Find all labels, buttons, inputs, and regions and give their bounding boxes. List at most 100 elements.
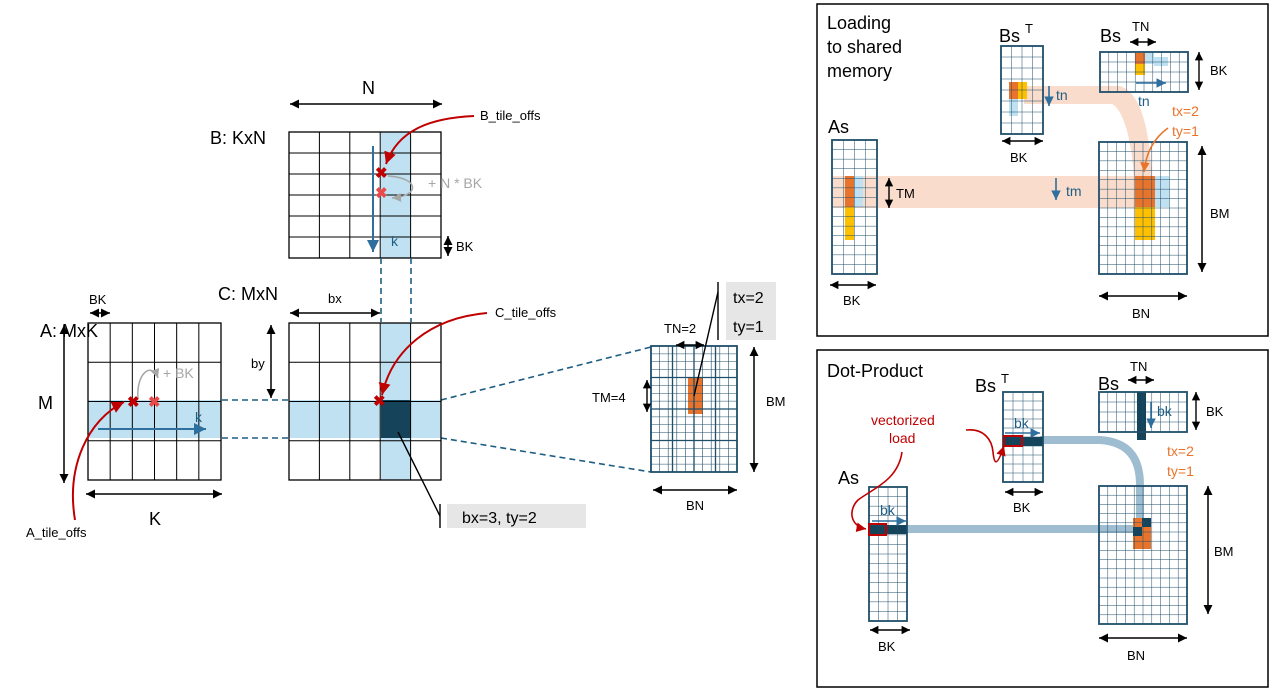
dp-as-label: As xyxy=(838,468,859,488)
thread-callout-tx: tx=2 xyxy=(733,290,764,307)
matrix-c: C: MxN bx by ✖ C_tile_offs bx=3, ty=2 xyxy=(218,284,586,528)
bst-tn-label: tn xyxy=(1056,87,1068,103)
bs-bk-direction-label: bk xyxy=(1157,403,1173,419)
b-tile-offs-pointer xyxy=(384,115,475,165)
bst-to-c-path xyxy=(1040,436,1144,520)
thread-callout-leader xyxy=(693,291,719,397)
grid-border xyxy=(1099,51,1189,93)
c-bn-label: BN xyxy=(1132,306,1150,321)
dp-tx: tx=2 xyxy=(1167,443,1194,459)
b-next-offset-marker-icon: ✖ xyxy=(375,185,388,202)
vectorized-pointer-as xyxy=(851,451,903,532)
thread-callout-box xyxy=(726,282,776,340)
bst-bk-direction-label: bk xyxy=(1014,415,1030,431)
dp-bst-label: Bs xyxy=(975,376,996,396)
block-tile-grid xyxy=(650,345,738,473)
as-vector-box xyxy=(868,523,887,536)
b-label: B: KxN xyxy=(210,128,266,148)
dp-bs-bk-label: BK xyxy=(1206,404,1224,419)
b-offset-marker-icon: ✖ xyxy=(375,165,388,182)
panel-top-frame xyxy=(816,3,1269,337)
c-callout-text: bx=3, ty=2 xyxy=(462,510,537,527)
dp-c-orange-2 xyxy=(1142,527,1151,536)
vectorized-label-1: vectorized xyxy=(871,412,935,428)
a-bk-label: BK xyxy=(89,292,107,307)
dp-bs-tn-label: TN xyxy=(1130,359,1147,374)
as-bk-label: BK xyxy=(843,293,861,308)
dp-c-bm-label: BM xyxy=(1214,544,1234,559)
matrix-a: A: MxK BK M K k + BK ✖ ✖ A_tile_offs xyxy=(26,292,222,540)
b-n-label: N xyxy=(362,78,375,98)
c-block-grid xyxy=(1098,141,1188,275)
as-blue-cells xyxy=(854,176,863,207)
b-step-arrow xyxy=(387,175,414,202)
c-bx-label: bx xyxy=(328,291,342,306)
a-offset-marker-icon: ✖ xyxy=(127,394,140,411)
panel-loading-shared-memory: Loading to shared memory Bs T tn BK Bs T… xyxy=(816,3,1269,337)
as-yellow-cells xyxy=(845,207,854,240)
panel-bottom-title: Dot-Product xyxy=(827,361,923,381)
grid-border xyxy=(1098,141,1188,275)
b-bk-label: BK xyxy=(456,239,474,254)
c-tile-offs-label: C_tile_offs xyxy=(495,305,557,320)
dp-as-bk-label: BK xyxy=(878,639,896,654)
c-highlight-row xyxy=(289,400,441,438)
c-callout-box xyxy=(447,504,586,528)
matrix-c-grid xyxy=(288,322,442,481)
bn-label: BN xyxy=(686,498,704,513)
bs-label: Bs xyxy=(1100,26,1121,46)
a-step-arrow xyxy=(137,367,160,400)
a-tile-offs-pointer xyxy=(71,401,125,521)
bs-orange-cell xyxy=(1135,53,1145,64)
grid-border xyxy=(868,486,908,622)
tm-direction-label: tm xyxy=(1066,183,1082,199)
panel-top-tx: tx=2 xyxy=(1172,103,1199,119)
c-yellow-cells xyxy=(1135,207,1155,240)
bs-bk-label: BK xyxy=(1210,63,1228,78)
dp-ty: ty=1 xyxy=(1167,463,1194,479)
c-bm-label: BM xyxy=(1210,206,1230,221)
vectorized-pointer-bst xyxy=(965,429,1006,463)
a-k-direction-label: k xyxy=(195,409,203,425)
thread-callout-ty: ty=1 xyxy=(733,319,764,336)
dp-bs-grid xyxy=(1098,391,1188,433)
as-orange-cells xyxy=(845,176,854,207)
thread-pointer xyxy=(1140,127,1169,173)
bs-tn-direction-label: tn xyxy=(1138,93,1150,109)
matrix-b-grid xyxy=(288,131,442,259)
tn-label: TN=2 xyxy=(664,321,696,336)
matrix-a-grid xyxy=(87,322,222,481)
bs-grid xyxy=(1099,51,1189,93)
as-tm-label: TM xyxy=(896,186,915,201)
a-next-offset-marker-icon: ✖ xyxy=(148,394,161,411)
grid-border xyxy=(288,322,442,481)
c-orange-cells xyxy=(1135,176,1145,207)
bs-tn-label: TN xyxy=(1132,19,1149,34)
b-k-direction-label: k xyxy=(391,233,399,249)
panel-top-title-3: memory xyxy=(827,61,892,81)
grid-border xyxy=(1098,485,1188,625)
dp-c-bn-label: BN xyxy=(1127,648,1145,663)
bst-orange-cell xyxy=(1009,82,1018,99)
dp-c-grid xyxy=(1098,485,1188,625)
bst-grid xyxy=(1000,45,1044,135)
thread-tile xyxy=(688,378,703,414)
dp-c-dark-2 xyxy=(1133,527,1142,536)
matrix-b: B: KxN N k BK + N * BK ✖ ✖ B_tile_offs xyxy=(210,78,541,259)
dp-c-dark-1 xyxy=(1142,518,1151,527)
dp-c-orange-1 xyxy=(1133,518,1142,527)
c-by-label: by xyxy=(251,356,265,371)
projection-connectors xyxy=(222,258,652,473)
bs-blue-cell-a xyxy=(1145,53,1154,64)
b-tile-offs-label: B_tile_offs xyxy=(480,108,541,123)
vectorized-label-2: load xyxy=(889,430,915,446)
panel-top-title-1: Loading xyxy=(827,13,891,33)
bs-yellow-cell xyxy=(1135,64,1145,75)
bst-label: Bs xyxy=(999,26,1020,46)
c-orange-cells-2 xyxy=(1145,176,1155,207)
bst-bk-label: BK xyxy=(1010,150,1028,165)
panel-dot-product: Dot-Product Bs T bk BK Bs TN bk BK As bk… xyxy=(816,349,1269,688)
dp-bst-sup: T xyxy=(1001,371,1009,386)
grid-border xyxy=(1098,391,1188,433)
